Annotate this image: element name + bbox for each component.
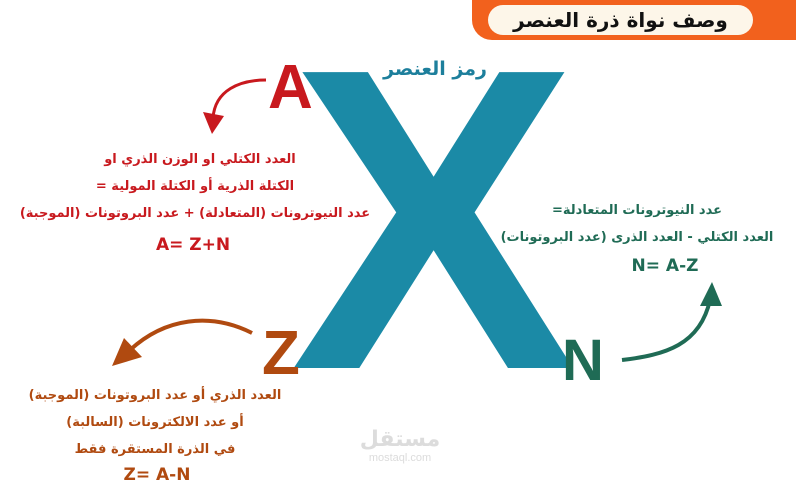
mass-number-arrow	[203, 78, 267, 134]
atomic-number-arrow	[112, 318, 253, 366]
neutron-number-description: عدد النيوترونات المتعادلة= العدد الكتلي …	[478, 197, 796, 251]
mass-number-description: العدد الكتلي او الوزن الذري او الكتلة ال…	[0, 146, 390, 227]
page-title: وصف نواة ذرة العنصر	[488, 5, 753, 35]
atomic-number-formula: Z= A-N	[123, 465, 191, 485]
atomic-number-line-1: العدد الذري أو عدد البروتونات (الموجبة)	[28, 388, 282, 403]
neutron-number-line-2: العدد الكتلي - العدد الذرى (عدد البروتون…	[500, 230, 774, 245]
mass-number-line-2: الكتلة الذرية أو الكتلة المولية =	[95, 179, 295, 194]
atomic-number-letter: Z	[262, 319, 300, 388]
mass-number-formula: A= Z+N	[155, 235, 231, 255]
atomic-number-line-3: في الذرة المستقرة فقط	[74, 442, 236, 457]
mass-number-letter: A	[268, 53, 313, 122]
watermark: مستقل mostaql.com	[345, 427, 455, 465]
watermark-arabic: مستقل	[359, 427, 441, 452]
atomic-number-description: العدد الذري أو عدد البروتونات (الموجبة) …	[0, 382, 310, 463]
element-symbol: X	[290, 0, 577, 460]
neutron-number-arrow	[621, 282, 722, 362]
neutron-number-line-1: عدد النيوترونات المتعادلة=	[552, 203, 722, 218]
neutron-number-formula: N= A-Z	[631, 256, 699, 276]
mass-number-line-3: عدد النيوترونات (المتعادلة) + عدد البروت…	[19, 206, 371, 221]
atomic-number-line-2: أو عدد الالكترونات (السالبة)	[66, 415, 244, 430]
symbol-caption: رمز العنصر	[383, 58, 487, 80]
watermark-latin: mostaql.com	[368, 452, 432, 464]
neutron-number-letter: N	[562, 328, 604, 393]
mass-number-line-1: العدد الكتلي او الوزن الذري او	[104, 152, 296, 167]
title-banner: وصف نواة ذرة العنصر	[472, 0, 796, 40]
